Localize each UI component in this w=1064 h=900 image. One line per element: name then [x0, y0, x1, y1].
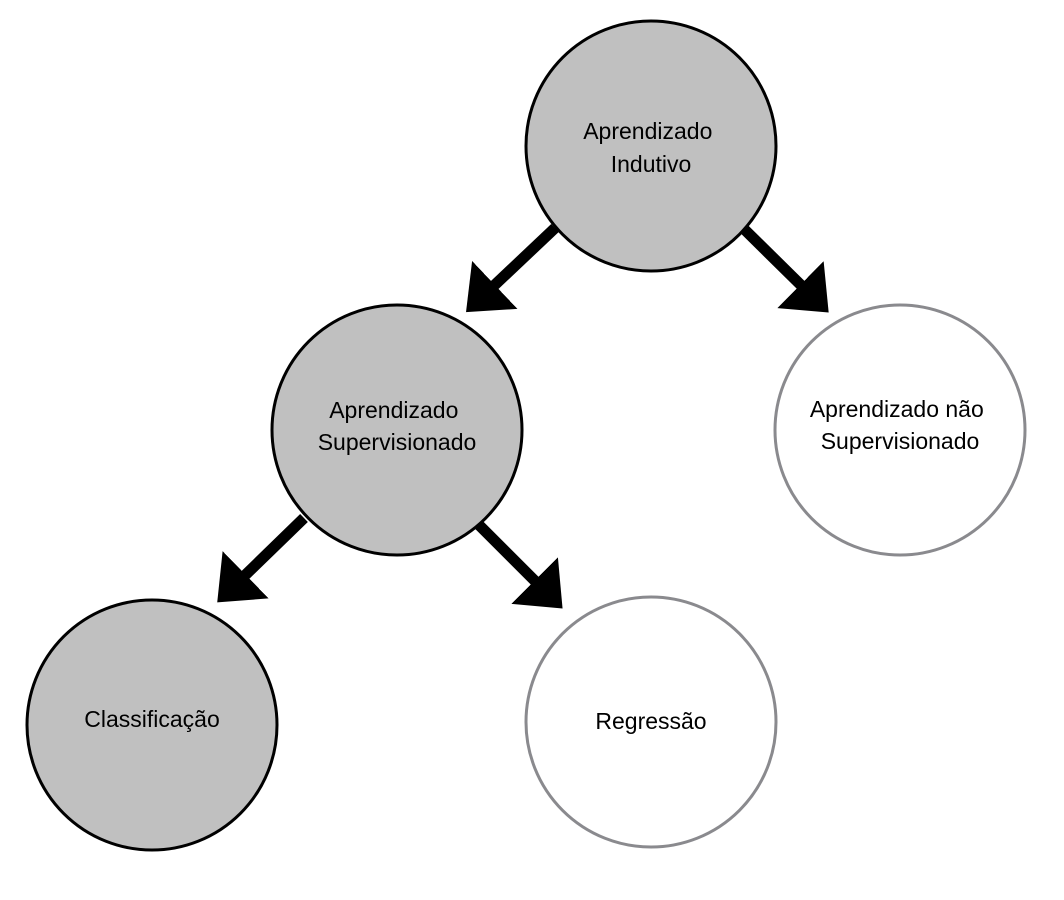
- node-circle: [270, 303, 524, 557]
- node-label-line: Aprendizado não: [810, 396, 984, 422]
- node-circle: [773, 303, 1027, 557]
- node-label: Regressão: [595, 708, 706, 734]
- node-label: Aprendizado não Supervisionado: [810, 396, 990, 454]
- node-supervised-learning: Aprendizado Supervisionado: [270, 303, 524, 557]
- node-label-line: Classificação: [84, 706, 220, 732]
- node-unsupervised-learning: Aprendizado não Supervisionado: [773, 303, 1027, 557]
- node-circle: [524, 595, 778, 849]
- node-classification: Classificação: [25, 598, 279, 852]
- edge-supervised-to-regression: [474, 520, 563, 609]
- node-label-line: Aprendizado: [329, 397, 458, 423]
- edges: [217, 224, 829, 609]
- edge-inductive-to-unsupervised: [739, 224, 829, 313]
- node-label-line: Indutivo: [611, 151, 692, 177]
- edge-inductive-to-supervised: [466, 224, 559, 313]
- node-label: Aprendizado Indutivo: [583, 118, 719, 177]
- edge-supervised-to-classification: [217, 514, 308, 603]
- node-label-line: Supervisionado: [318, 429, 477, 455]
- node-label: Aprendizado Supervisionado: [318, 397, 477, 455]
- node-label: Classificação: [84, 706, 220, 732]
- node-circle: [524, 19, 778, 273]
- node-regression: Regressão: [524, 595, 778, 849]
- node-label-line: Regressão: [595, 708, 706, 734]
- node-label-line: Supervisionado: [821, 428, 980, 454]
- node-label-line: Aprendizado: [583, 118, 712, 144]
- node-circle: [25, 598, 279, 852]
- node-inductive-learning: Aprendizado Indutivo: [524, 19, 778, 273]
